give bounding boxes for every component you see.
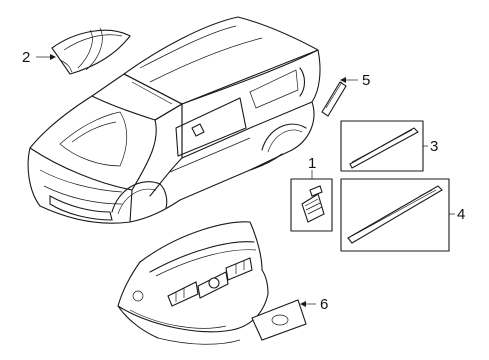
callout-3: 3 bbox=[430, 138, 438, 155]
part-6-rear-decal bbox=[251, 299, 307, 341]
part-3-box bbox=[340, 120, 424, 172]
part-4-box bbox=[340, 178, 450, 252]
part-2-hood-decal bbox=[51, 27, 131, 75]
callout-6: 6 bbox=[320, 296, 328, 313]
car-body bbox=[27, 16, 321, 224]
leader-lines bbox=[36, 54, 455, 307]
callout-4: 4 bbox=[457, 206, 465, 223]
callout-2: 2 bbox=[22, 49, 30, 66]
part-1-box bbox=[290, 178, 333, 232]
trunk-rear bbox=[117, 221, 269, 345]
callout-5: 5 bbox=[362, 72, 370, 89]
callout-1: 1 bbox=[308, 155, 316, 172]
part-5-stripe bbox=[321, 81, 347, 117]
